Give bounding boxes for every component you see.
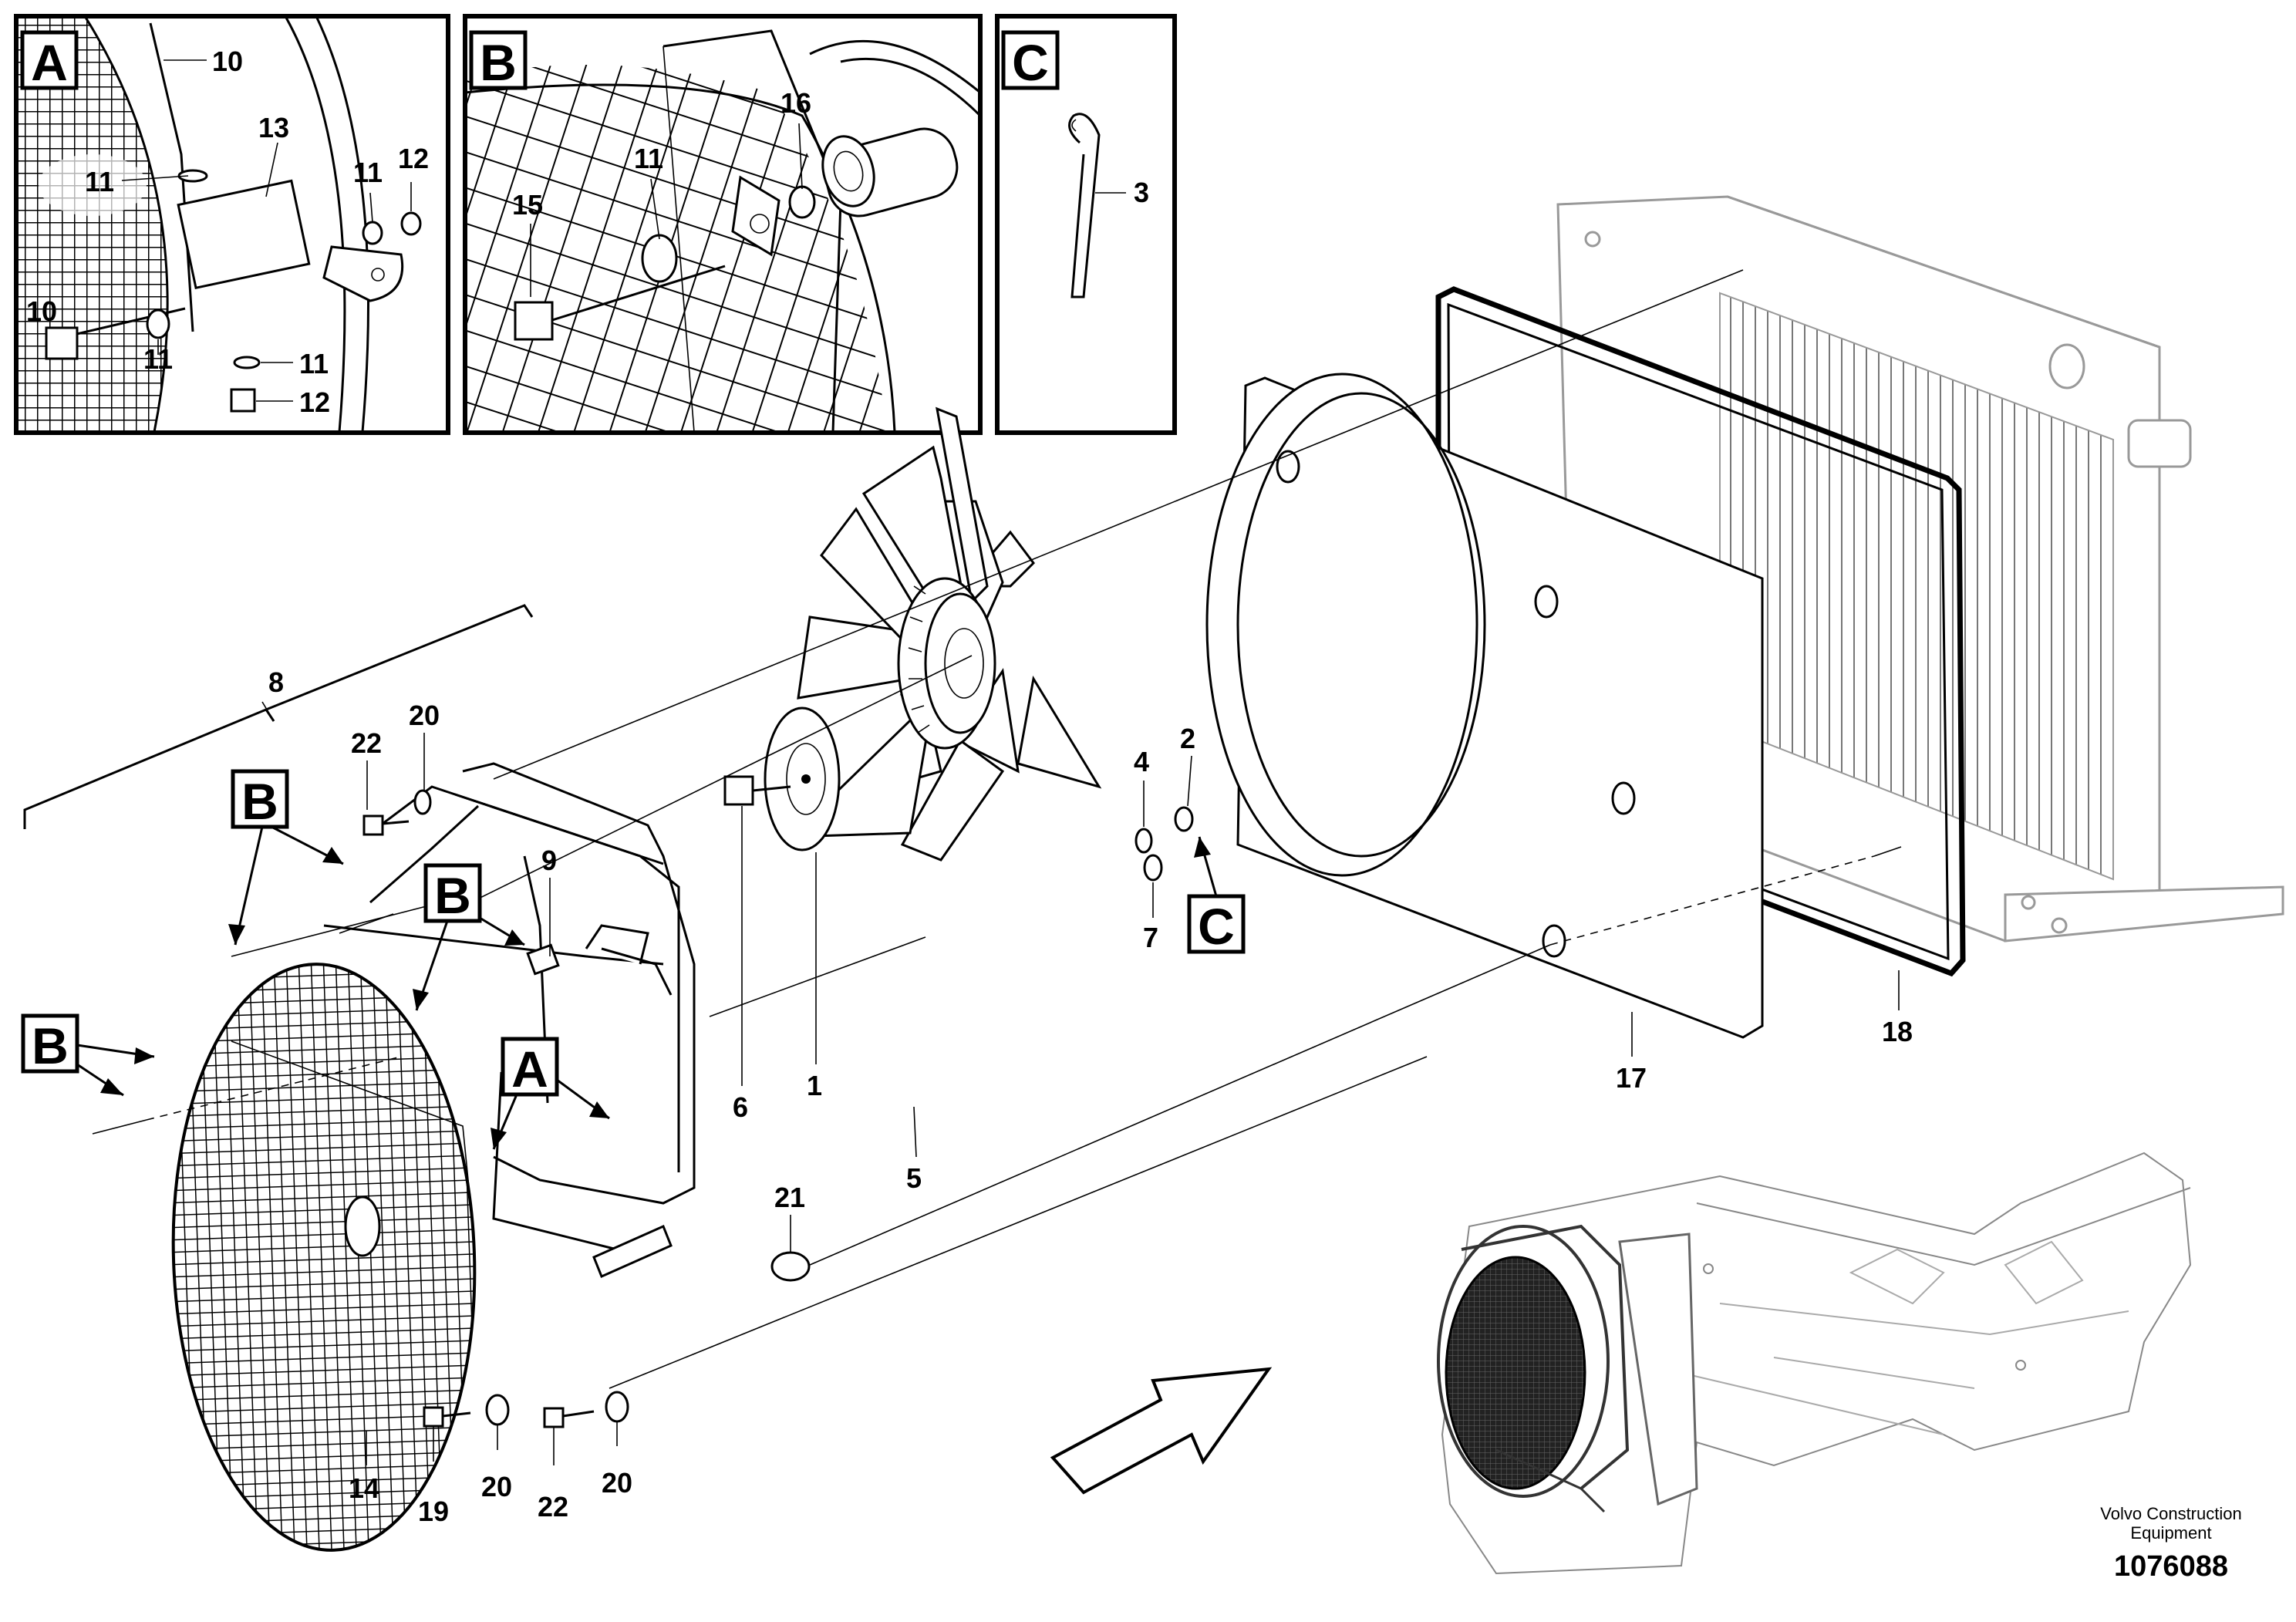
callout: 17 <box>1616 1062 1647 1094</box>
callout: 8 <box>268 666 284 698</box>
view-marker-a: A <box>511 1040 548 1098</box>
view-direction-arrow-icon <box>1050 1367 1273 1495</box>
callout: 12 <box>398 143 429 174</box>
callout: 10 <box>212 46 243 77</box>
callout: 1 <box>807 1070 822 1101</box>
assembly-brace <box>23 604 534 829</box>
callout: 18 <box>1882 1016 1913 1047</box>
callout: 6 <box>733 1091 748 1123</box>
callout: 12 <box>299 386 330 418</box>
callout: 4 <box>1134 746 1149 777</box>
document-number: 1076088 <box>2114 1550 2228 1583</box>
callout: 5 <box>906 1162 922 1194</box>
view-label-b: B <box>480 34 517 91</box>
view-label-c: C <box>1012 34 1049 91</box>
alignment-lines <box>92 269 1902 1389</box>
view-markers: B B B A C <box>21 769 1246 1150</box>
callout: 11 <box>353 157 383 188</box>
hub-flange <box>723 706 841 851</box>
detail-view-a: A 10 13 11 12 11 10 11 11 12 <box>14 14 450 435</box>
view-marker-b: B <box>32 1017 69 1074</box>
company-line-2: Equipment <box>2130 1523 2211 1543</box>
loose-hardware <box>362 789 1194 1428</box>
callouts-view-a: 10 13 11 12 11 10 11 11 12 <box>26 46 429 418</box>
mesh-screen <box>171 963 477 1552</box>
callout: 11 <box>634 143 663 174</box>
main-callouts: 8 22 20 9 4 2 7 1 6 5 17 18 21 14 19 20 <box>268 666 1913 1527</box>
callout: 22 <box>351 727 382 759</box>
callout: 11 <box>143 343 173 375</box>
view-label-a: A <box>31 34 68 91</box>
detail-view-b: B 16 11 15 <box>463 14 983 435</box>
detail-view-c: C 3 <box>995 14 1177 435</box>
fan-guard-frame <box>323 762 696 1279</box>
callout: 20 <box>481 1471 512 1502</box>
callout: 16 <box>781 87 811 119</box>
view-marker-b: B <box>241 773 278 830</box>
callout: 14 <box>349 1472 379 1504</box>
callout: 10 <box>26 295 57 327</box>
fan-shroud <box>1205 373 1764 1039</box>
callout: 3 <box>1134 177 1149 208</box>
fan-blade-assembly <box>787 406 1102 862</box>
callout: 20 <box>602 1467 632 1499</box>
callout: 11 <box>85 166 114 197</box>
callouts-view-b: 16 11 15 <box>512 87 811 297</box>
view-marker-b: B <box>434 867 471 924</box>
callout: 15 <box>512 189 543 221</box>
callout: 7 <box>1143 922 1158 953</box>
cotter-pin-icon <box>1068 113 1101 298</box>
company-line-1: Volvo Construction <box>2100 1504 2241 1523</box>
callout: 20 <box>409 700 440 731</box>
footer: Volvo Construction Equipment 1076088 <box>2100 1504 2241 1583</box>
callout: 22 <box>538 1491 568 1523</box>
callout: 13 <box>258 112 289 143</box>
callout: 2 <box>1180 723 1195 754</box>
view-marker-c: C <box>1198 898 1235 955</box>
callout: 19 <box>418 1496 449 1527</box>
callout: 21 <box>774 1182 805 1213</box>
overview-machine <box>1437 1152 2192 1575</box>
callout: 11 <box>299 348 329 379</box>
callout: 9 <box>541 845 557 876</box>
